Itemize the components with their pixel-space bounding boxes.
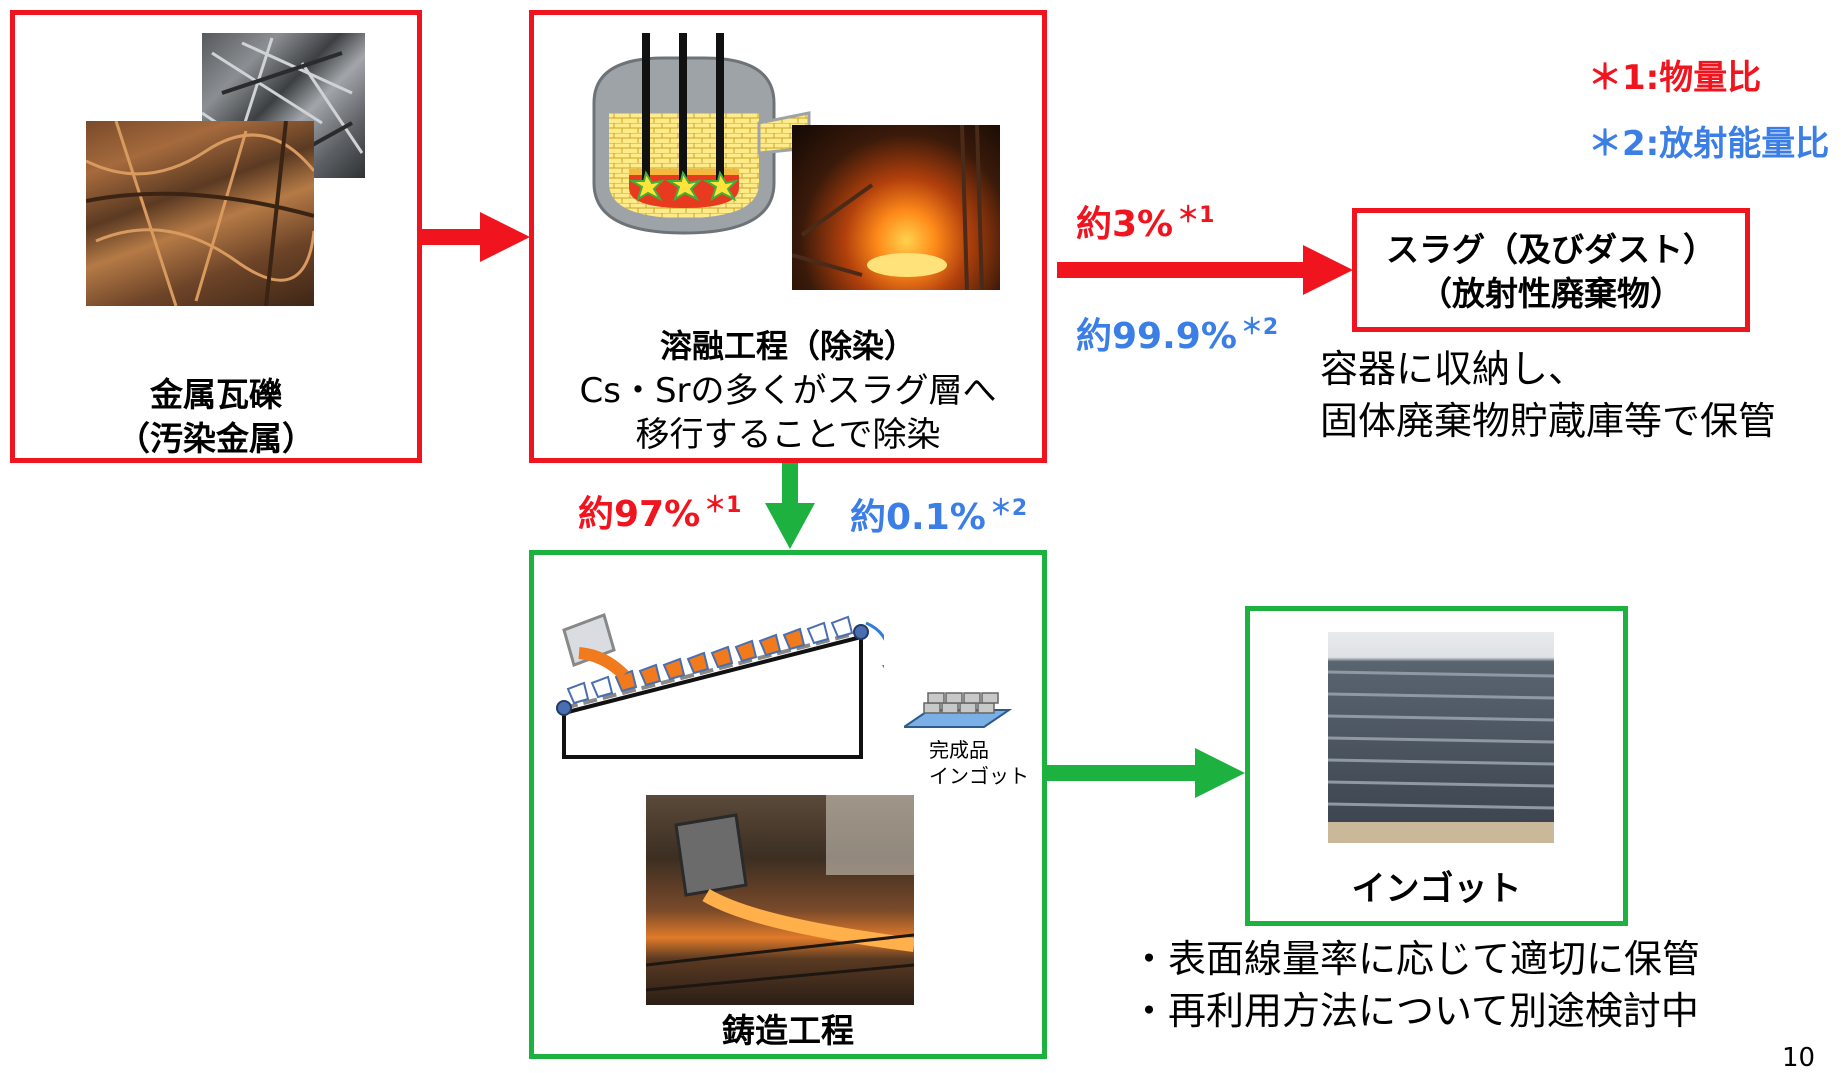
furnace-photo <box>792 125 1000 290</box>
ingot-photo <box>1328 632 1554 843</box>
ingot-stack-icon <box>904 692 1013 728</box>
slag-note-line1: 容器に収納し、 <box>1320 347 1587 391</box>
casting-process-box: 完成品 インゴット 鋳造工程 <box>529 550 1047 1059</box>
cast-mass-pct: 約97% <box>578 494 701 535</box>
ingot-note-line2: ・再利用方法について別途検討中 <box>1130 989 1699 1033</box>
arrow-scrap-to-melting <box>422 212 530 262</box>
casting-machine-diagram <box>556 613 884 759</box>
ingot-note-line1: ・表面線量率に応じて適切に保管 <box>1130 937 1701 981</box>
slag-note-line2: 固体廃棄物貯蔵庫等で保管 <box>1320 399 1777 443</box>
ingot-title: インゴット <box>1351 869 1522 909</box>
casting-photo <box>646 795 914 1005</box>
ingot-box: インゴット <box>1245 606 1628 926</box>
slag-activity-pct: 約99.9% <box>1076 316 1237 357</box>
slag-box: スラグ（及びダスト） （放射性廃棄物） <box>1352 208 1750 332</box>
cast-activity-pct: 約0.1% <box>850 497 986 538</box>
furnace-diagram <box>592 33 811 235</box>
legend-mass-ratio: ＊1:物量比 <box>1588 58 1762 98</box>
melting-desc-line2: 移行することで除染 <box>635 415 941 455</box>
slag-mass-pct: 約3% <box>1076 204 1174 245</box>
melting-desc-line1: Cs・Srの多くがスラグ層へ <box>579 371 997 411</box>
slag-activity-ratio-label: 約99.9%＊2 <box>1076 307 1278 359</box>
arrow-casting-to-ingot <box>1047 748 1245 798</box>
slag-title: スラグ（及びダスト） <box>1386 230 1716 269</box>
slag-activity-mark: ＊2 <box>1240 315 1279 340</box>
cast-mass-ratio-label: 約97%＊1 <box>578 485 741 537</box>
legend-activity-ratio: ＊2:放射能量比 <box>1588 124 1830 164</box>
casting-title: 鋳造工程 <box>722 1011 854 1050</box>
diagram-label-ingot: インゴット <box>929 764 1029 788</box>
cast-mass-mark: ＊1 <box>704 493 742 518</box>
scrap-subtitle: （汚染金属） <box>117 419 315 458</box>
slag-subtitle: （放射性廃棄物） <box>1419 274 1683 313</box>
scrap-photo-rusty <box>86 121 314 306</box>
melting-process-box: 溶融工程（除染） Cs・Srの多くがスラグ層へ 移行することで除染 <box>529 10 1047 463</box>
slag-mass-ratio-label: 約3%＊1 <box>1076 195 1214 247</box>
arrow-melting-to-slag <box>1057 245 1353 295</box>
diagram-label-finished: 完成品 <box>929 738 989 762</box>
page-number: 10 <box>1782 1043 1816 1073</box>
cast-activity-mark: ＊2 <box>989 496 1028 521</box>
scrap-title: 金属瓦礫 <box>150 375 282 414</box>
scrap-metal-box: 金属瓦礫 （汚染金属） <box>10 10 422 463</box>
slag-mass-mark: ＊1 <box>1177 203 1215 228</box>
melting-title: 溶融工程（除染） <box>659 327 916 365</box>
cast-activity-ratio-label: 約0.1%＊2 <box>850 488 1027 540</box>
arrow-melting-to-casting <box>765 463 815 549</box>
